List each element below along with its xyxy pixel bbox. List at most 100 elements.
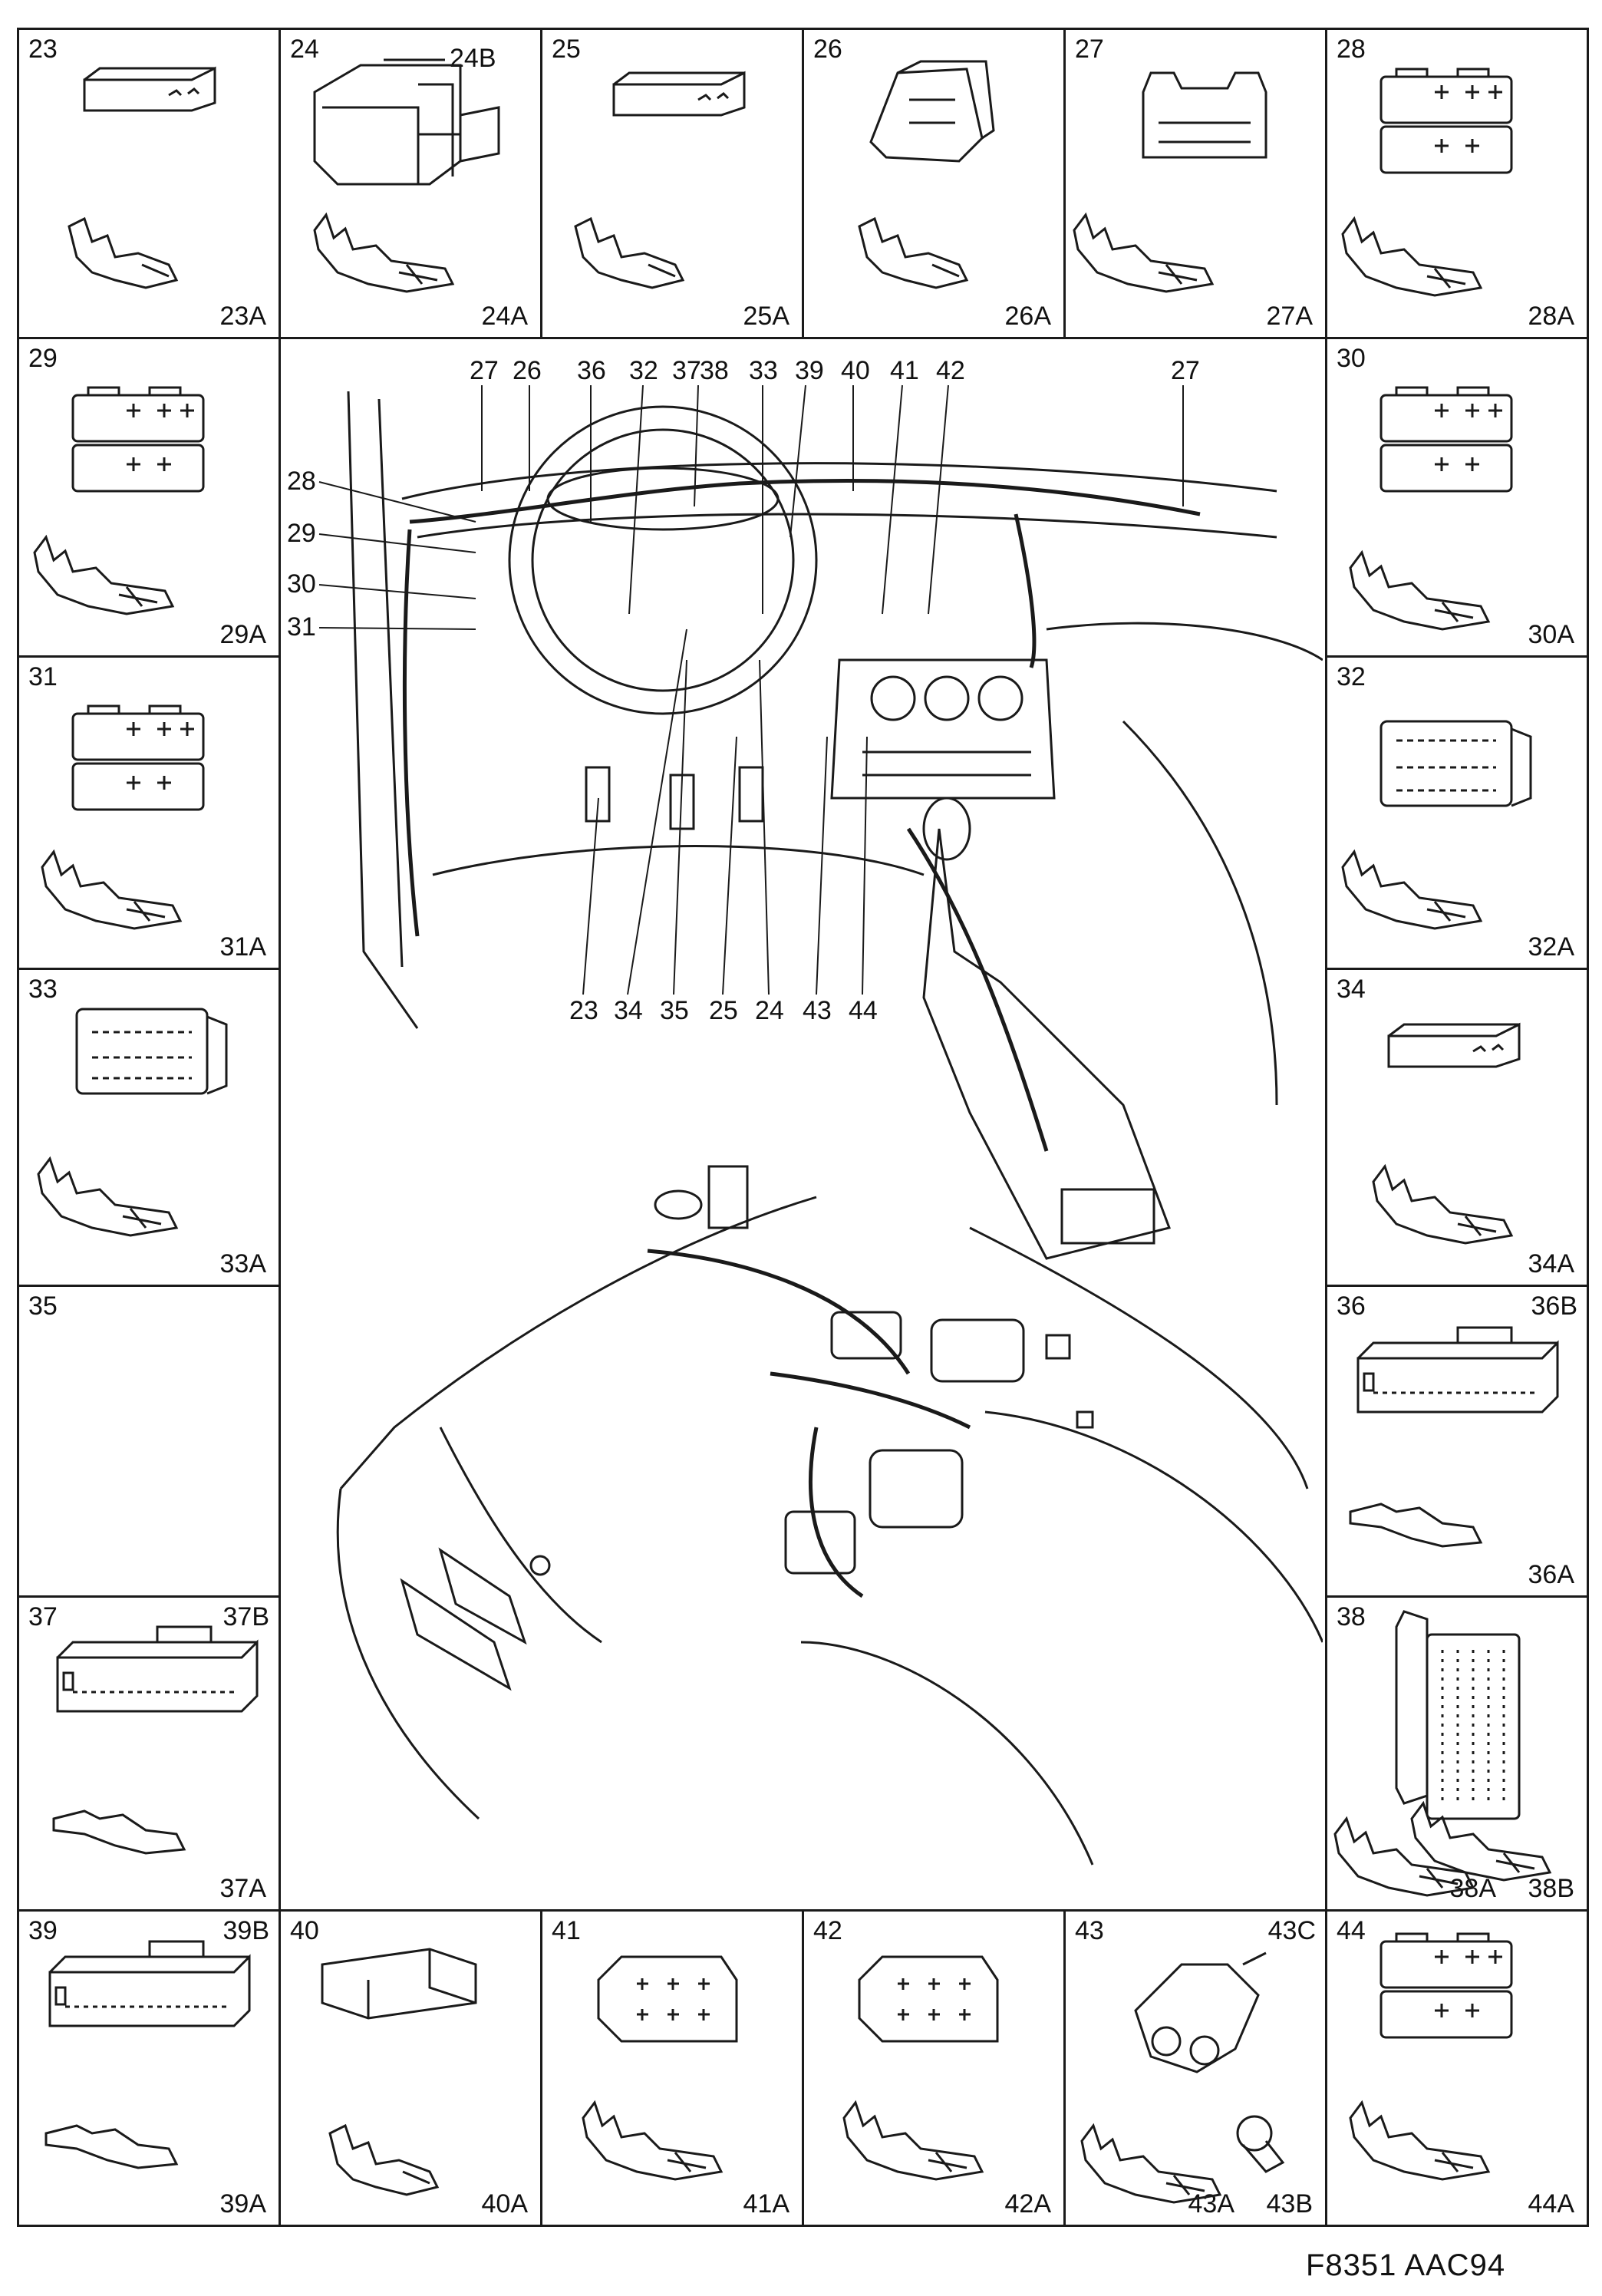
callout-30: 30: [287, 569, 316, 599]
terminal-label: 33A: [219, 1249, 267, 1278]
callout-34: 34: [614, 996, 643, 1025]
terminal-label: 37A: [219, 1874, 267, 1903]
cell-number: 37: [28, 1602, 58, 1631]
terminal-label: 23A: [219, 302, 267, 331]
terminal-label: 41A: [743, 2189, 790, 2218]
connector-cell-25: 25 25A: [540, 28, 804, 339]
drawing-code: F8351 AAC94: [1306, 2248, 1506, 2282]
connector-cell-34: 34 34A: [1325, 968, 1589, 1287]
connector-cell-38: 38 38B 38A: [1325, 1595, 1589, 1912]
sub-label: 24B: [450, 44, 496, 73]
connector-cell-26: 26 26A: [802, 28, 1066, 339]
callout-29: 29: [287, 519, 316, 548]
grille: [400, 1578, 512, 1691]
cell-number: 33: [28, 975, 58, 1004]
terminal-label-2: 38A: [1449, 1874, 1497, 1903]
cell-number: 35: [28, 1292, 58, 1321]
connector-cell-32: 32 32A: [1325, 655, 1589, 970]
gear-console: [922, 828, 1171, 1260]
callout-37: 37: [672, 356, 701, 385]
connector-cell-31: 31 31A: [17, 655, 281, 970]
terminal-label: 29A: [219, 620, 267, 649]
cell-number: 42: [813, 1916, 842, 1945]
connector-cell-43: 43 43C 43B 43A: [1063, 1909, 1327, 2227]
connector-cell-42: 42 42A: [802, 1909, 1066, 2227]
callout-44: 44: [849, 996, 878, 1025]
reservoir: [830, 1311, 902, 1360]
cell-number: 26: [813, 35, 842, 64]
sub-label: 39B: [222, 1916, 270, 1945]
cell-number: 43: [1075, 1916, 1104, 1945]
callout-36: 36: [577, 356, 606, 385]
callout-32: 32: [629, 356, 658, 385]
a-pillar-line: [347, 391, 419, 1029]
sub-label: 43C: [1267, 1916, 1316, 1945]
connector-cell-39: 39 39B 39A: [17, 1909, 281, 2227]
connector-cell-35: 35: [17, 1285, 281, 1598]
cell-number: 39: [28, 1916, 58, 1945]
terminal-label: 40A: [481, 2189, 529, 2218]
connector-cell-41: 41 41A: [540, 1909, 804, 2227]
sub-label: 36B: [1531, 1292, 1578, 1321]
cell-number: 23: [28, 35, 58, 64]
callout-40: 40: [841, 356, 870, 385]
callout-33: 33: [749, 356, 778, 385]
callout-43: 43: [803, 996, 832, 1025]
connector-cell-29: 29 29A: [17, 337, 281, 658]
hood-outline: [339, 1196, 817, 1489]
terminal-label: 39A: [219, 2189, 267, 2218]
callout-26: 26: [513, 356, 542, 385]
connector-cell-40: 40 40A: [279, 1909, 542, 2227]
callout-42: 42: [936, 356, 965, 385]
terminal-label: 30A: [1528, 620, 1575, 649]
cell-number: 25: [552, 35, 581, 64]
callout-27: 27: [470, 356, 499, 385]
cell-number: 28: [1337, 35, 1366, 64]
connector-cell-37: 37 37B 37A: [17, 1595, 281, 1912]
terminal-label: 44A: [1528, 2189, 1575, 2218]
center-console: [830, 658, 1056, 800]
terminal-label: 36A: [1528, 1560, 1575, 1589]
cell-number: 44: [1337, 1916, 1366, 1945]
cell-number: 24: [290, 35, 319, 64]
terminal-label: 43B: [1266, 2189, 1314, 2218]
callout-38: 38: [700, 356, 729, 385]
terminal-label: 38B: [1528, 1874, 1575, 1903]
terminal-label: 32A: [1528, 932, 1575, 962]
terminal-label: 28A: [1528, 302, 1575, 331]
callout-35: 35: [660, 996, 689, 1025]
cell-number: 29: [28, 344, 58, 373]
terminal-label-2: 43A: [1188, 2189, 1235, 2218]
connector-cell-24: 24 24B 24A: [279, 28, 542, 339]
callout-41: 41: [890, 356, 919, 385]
terminal-label: 26A: [1004, 302, 1052, 331]
cell-number: 38: [1337, 1602, 1366, 1631]
connector-cell-36: 36 36B 36A: [1325, 1285, 1589, 1598]
cell-number: 41: [552, 1916, 581, 1945]
terminal-label: 42A: [1004, 2189, 1052, 2218]
callout-28: 28: [287, 467, 316, 496]
connector-cell-33: 33 33A: [17, 968, 281, 1287]
callout-24: 24: [755, 996, 784, 1025]
callout-31: 31: [287, 612, 316, 642]
callout-27-right: 27: [1171, 356, 1200, 385]
connector-cell-28: 28 28A: [1325, 28, 1589, 339]
cell-number: 36: [1337, 1292, 1366, 1321]
cell-number: 31: [28, 662, 58, 691]
connector-cell-27: 27 27A: [1063, 28, 1327, 339]
vehicle-wiring-illustration: [336, 391, 1323, 1866]
connector-cell-44: 44 44A: [1325, 1909, 1589, 2227]
steering-wheel: [508, 405, 818, 715]
cell-number: 34: [1337, 975, 1366, 1004]
dash-harness: [409, 478, 1201, 524]
front-wheel-arch: [800, 1641, 1094, 1866]
callout-25: 25: [709, 996, 738, 1025]
cell-number: 32: [1337, 662, 1366, 691]
terminal-label: 27A: [1266, 302, 1314, 331]
cell-number: 40: [290, 1916, 319, 1945]
terminal-label: 34A: [1528, 1249, 1575, 1278]
cell-number: 30: [1337, 344, 1366, 373]
callout-39: 39: [795, 356, 824, 385]
sub-label: 37B: [222, 1602, 270, 1631]
